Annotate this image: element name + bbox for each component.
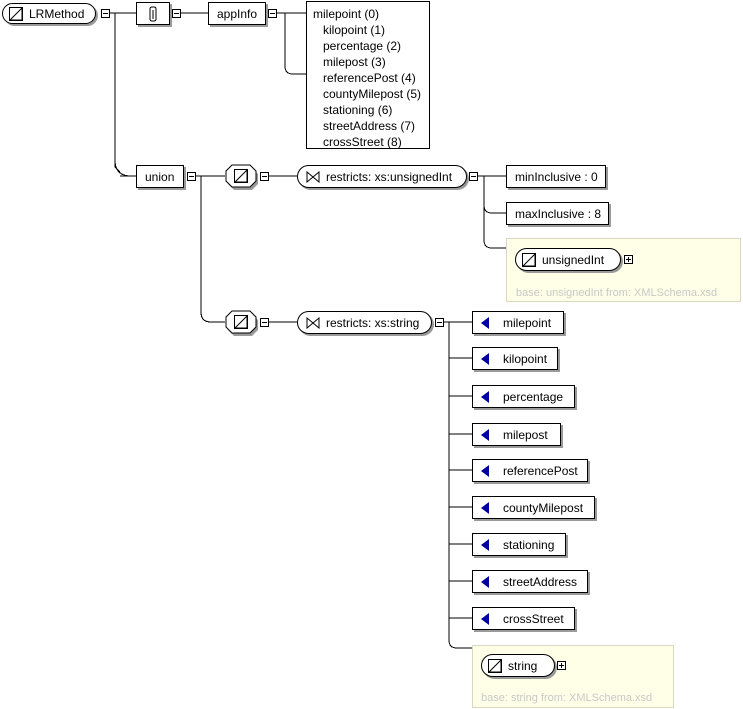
appinfo-documentation: milepoint (0) kilopoint (1) percentage (… xyxy=(306,1,430,149)
union-label: union xyxy=(145,169,175,184)
string-type-node[interactable]: string xyxy=(481,654,555,677)
anonymous-simple-type-1[interactable] xyxy=(224,164,258,190)
collapse-annotation-button[interactable] xyxy=(172,9,181,18)
enumeration-streetaddress[interactable]: streetAddress xyxy=(472,570,588,593)
collapse-simple-type-2-button[interactable] xyxy=(260,318,269,327)
collapse-union-button[interactable] xyxy=(187,172,196,181)
doc-line: milepost (3) xyxy=(323,55,386,69)
string-base-note: base: string from: XMLSchema.xsd xyxy=(481,692,653,704)
max-inclusive-facet[interactable]: maxInclusive : 8 xyxy=(506,202,609,225)
enumeration-label: milepoint xyxy=(503,315,552,330)
string-type-label: string xyxy=(508,658,538,673)
doc-line: kilopoint (1) xyxy=(323,23,386,37)
restriction-string-node[interactable]: restricts: xs:string xyxy=(297,311,432,334)
restriction-unsignedint-node[interactable]: restricts: xs:unsignedInt xyxy=(297,165,467,188)
restriction-icon xyxy=(306,170,320,183)
enumeration-countymilepost[interactable]: countyMilepost xyxy=(472,496,595,519)
collapse-lrmethod-button[interactable] xyxy=(101,9,110,18)
enumeration-label: milepost xyxy=(503,427,548,442)
doc-line: milepoint (0) xyxy=(313,7,380,21)
enumeration-icon xyxy=(481,538,489,551)
doc-line: percentage (2) xyxy=(323,39,402,53)
enumeration-stationing[interactable]: stationing xyxy=(472,533,566,556)
lrmethod-node[interactable]: LRMethod xyxy=(2,3,96,24)
simple-type-icon xyxy=(522,252,536,267)
min-inclusive-facet[interactable]: minInclusive : 0 xyxy=(506,165,606,188)
appinfo-label: appInfo xyxy=(217,6,258,21)
enumeration-label: streetAddress xyxy=(503,574,578,589)
expand-string-button[interactable] xyxy=(557,661,566,670)
enumeration-referencepost[interactable]: referencePost xyxy=(472,459,588,482)
enumeration-icon xyxy=(481,316,489,329)
lrmethod-label: LRMethod xyxy=(29,6,85,21)
min-inclusive-label: minInclusive : 0 xyxy=(515,169,598,184)
enumeration-icon xyxy=(481,501,489,514)
enumeration-icon xyxy=(481,464,489,477)
enumeration-label: referencePost xyxy=(503,463,578,478)
max-inclusive-label: maxInclusive : 8 xyxy=(515,206,602,221)
enumeration-label: crossStreet xyxy=(503,611,564,626)
collapse-simple-type-1-button[interactable] xyxy=(260,172,269,181)
restriction-icon xyxy=(306,316,320,329)
enumeration-milepoint[interactable]: milepoint xyxy=(472,311,564,334)
enumeration-percentage[interactable]: percentage xyxy=(472,385,575,408)
collapse-restriction-string-button[interactable] xyxy=(435,318,444,327)
appinfo-node[interactable]: appInfo xyxy=(208,2,266,25)
enumeration-label: countyMilepost xyxy=(503,500,584,515)
enumeration-label: percentage xyxy=(503,389,564,404)
union-node[interactable]: union xyxy=(136,165,184,188)
enumeration-icon xyxy=(481,428,489,441)
simple-type-icon xyxy=(9,6,23,21)
doc-line: stationing (6) xyxy=(323,103,393,117)
collapse-restriction-unsignedint-button[interactable] xyxy=(469,172,478,181)
doc-line: streetAddress (7) xyxy=(323,119,416,133)
simple-type-icon xyxy=(488,658,502,673)
enumeration-icon xyxy=(481,612,489,625)
doc-line: crossStreet (8) xyxy=(323,135,402,149)
unsignedint-type-node[interactable]: unsignedInt xyxy=(515,248,621,271)
doc-line: countyMilepost (5) xyxy=(323,87,422,101)
collapse-appinfo-button[interactable] xyxy=(268,9,277,18)
restriction-string-label: restricts: xs:string xyxy=(326,315,420,330)
enumeration-crossstreet[interactable]: crossStreet xyxy=(472,607,575,630)
enumeration-icon xyxy=(481,575,489,588)
unsignedint-base-note: base: unsignedInt from: XMLSchema.xsd xyxy=(516,287,718,299)
anonymous-simple-type-2[interactable] xyxy=(224,310,258,336)
restriction-unsignedint-label: restricts: xs:unsignedInt xyxy=(326,169,453,184)
enumeration-icon xyxy=(481,390,489,403)
annotation-icon xyxy=(149,6,157,21)
enumeration-kilopoint[interactable]: kilopoint xyxy=(472,347,558,370)
enumeration-icon xyxy=(481,352,489,365)
enumeration-label: kilopoint xyxy=(503,351,548,366)
doc-line: referencePost (4) xyxy=(323,71,416,85)
annotation-node[interactable] xyxy=(136,2,170,25)
expand-unsignedint-button[interactable] xyxy=(624,255,633,264)
unsignedint-type-label: unsignedInt xyxy=(542,252,605,267)
enumeration-milepost[interactable]: milepost xyxy=(472,423,561,446)
enumeration-label: stationing xyxy=(503,537,555,552)
